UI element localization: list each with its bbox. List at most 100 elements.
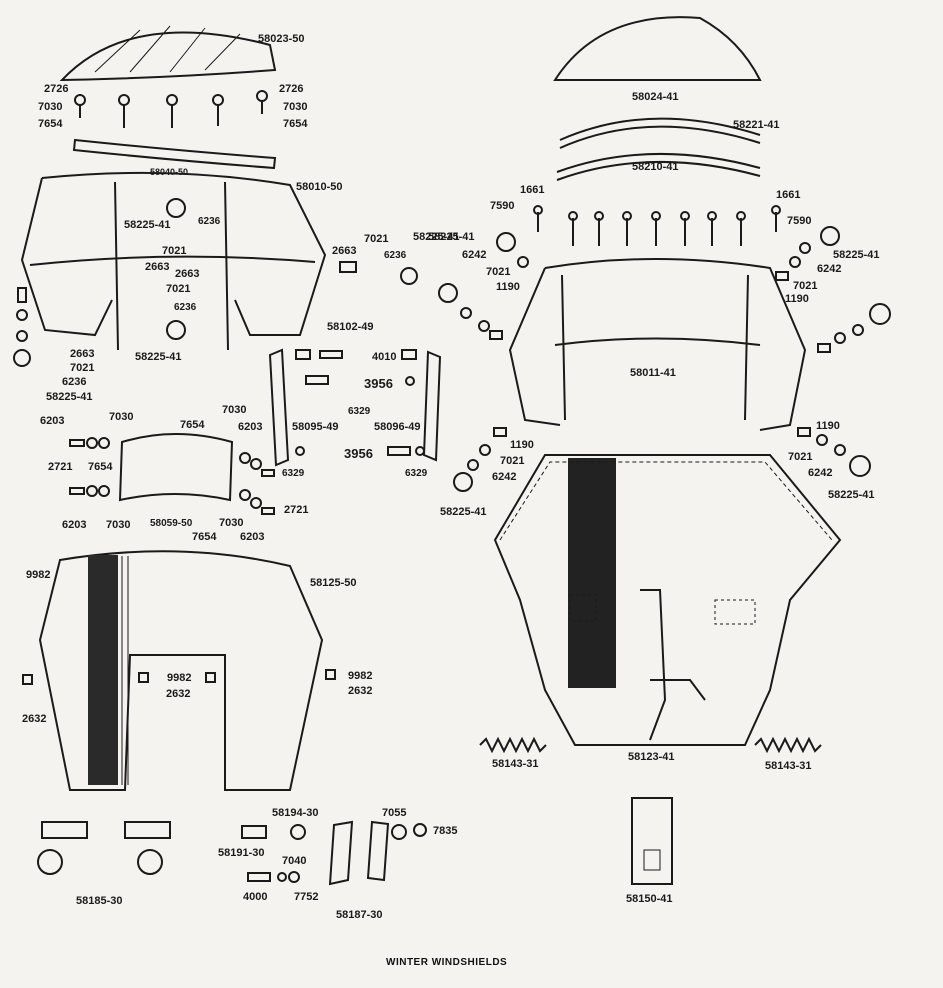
label-7654-c: 7654 [192,531,217,543]
label-2663-b: 2663 [175,268,199,280]
label-58095-49: 58095-49 [292,421,339,433]
label-58011-41: 58011-41 [630,367,676,379]
label-58221-41: 58221-41 [733,119,780,131]
clamps-58185-30 [37,821,171,875]
bolt-2663 [339,261,357,273]
curved-shield-58059-50 [118,433,234,502]
label-1190-d: 1190 [510,439,534,451]
label-6242-d: 6242 [492,471,516,483]
hardware-frame-right-right [775,226,891,353]
nut-6329-lower-right [415,446,425,456]
label-2663-a: 2663 [145,261,169,273]
label-58125-50: 58125-50 [310,577,357,589]
label-58225-41-h: 58225-41 [440,506,487,518]
label-3956-lower: 3956 [344,446,373,461]
label-58225-41-f: 58225-41 [833,249,880,261]
label-7021-h: 7021 [500,455,524,467]
label-9982-left: 9982 [26,569,50,581]
bolt-3956-upper [305,375,329,385]
label-1661-right: 1661 [776,189,800,201]
label-6236-a: 6236 [198,216,221,227]
washer-7040 [277,872,287,882]
label-7021-a: 7021 [162,245,186,257]
knob-58225-lower [166,320,186,340]
hardware-frame-right-left [438,232,529,340]
spring-58143-left [479,736,547,754]
label-6203-b: 6203 [62,519,86,531]
label-2726-right: 2726 [279,83,303,95]
label-7030-b: 7030 [106,519,130,531]
label-9982-right: 9982 [348,670,372,682]
label-2632-center: 2632 [166,688,190,700]
plate-58150-41 [631,797,673,885]
label-7590-right: 7590 [787,215,811,227]
label-7030-d: 7030 [219,517,243,529]
label-6236-b: 6236 [174,302,197,313]
bushing-left [295,349,311,360]
label-58191-30: 58191-30 [218,847,265,859]
bracket-58095-49 [268,348,290,467]
strip-58210-41 [556,152,761,173]
clip-9982-left [22,674,33,685]
label-7752: 7752 [294,891,318,903]
label-7021-c: 7021 [70,362,94,374]
screw-row-upper-left [74,90,268,128]
knob-58225-upper [166,198,186,218]
label-7654-right: 7654 [283,118,308,130]
label-7021-d: 7021 [364,233,388,245]
label-58210-41: 58210-41 [632,161,679,173]
label-58225-41-g: 58225-41 [828,489,875,501]
label-2726-left: 2726 [44,83,68,95]
label-6203-a: 6203 [40,415,64,427]
label-7835: 7835 [433,825,457,837]
label-6203-c: 6203 [238,421,262,433]
label-6242-a: 6242 [462,249,486,261]
label-6242-b: 6242 [817,263,841,275]
bolt-4010 [319,350,343,359]
apron-58125-50 [38,550,324,791]
nut-6329-lower-left [295,446,305,456]
caption-winter-windshields: WINTER WINDSHIELDS [386,957,507,968]
label-7030-left: 7030 [38,101,62,113]
retainer-strip-58040 [72,138,277,170]
bracket-58096-49 [422,350,442,462]
label-7030-a: 7030 [109,411,133,423]
clip-9982-inner-left [138,672,149,683]
nut-7835 [413,823,427,837]
label-2663-c: 2663 [70,348,94,360]
label-58102-49: 58102-49 [327,321,374,333]
nut-6329-upper [405,376,415,386]
label-9982-center: 9982 [167,672,191,684]
bushing-right [401,349,417,360]
label-2632-right: 2632 [348,685,372,697]
label-7040: 7040 [282,855,306,867]
label-58096-49: 58096-49 [374,421,421,433]
windshield-upper-right-58024-41 [553,16,762,81]
nut-7752 [288,871,300,883]
knob-58225-mid [400,267,418,285]
label-58225-41-d: 58225-41 [413,231,460,243]
spring-58143-right [754,736,822,754]
label-6329-lower-left: 6329 [282,468,305,479]
label-58225-41-b: 58225-41 [135,351,182,363]
strap-58187-right [366,820,390,882]
label-58040-50: 58040-50 [150,167,188,177]
label-2721-a: 2721 [48,461,72,473]
left-side-knob-hardware [13,287,31,367]
label-2721-b: 2721 [284,504,308,516]
hardware-group-58059 [69,437,275,515]
label-6329-upper: 6329 [348,406,371,417]
label-58150-41: 58150-41 [626,893,673,905]
label-6236-c: 6236 [62,376,86,388]
label-4000: 4000 [243,891,267,903]
label-7654-a: 7654 [88,461,113,473]
label-58185-30: 58185-30 [76,895,123,907]
label-1190-b: 1190 [785,293,809,305]
frame-58010-50 [20,171,327,351]
bolt-58191-30 [241,825,267,839]
washer-7055 [391,824,407,840]
clip-9982-right [325,669,336,680]
label-58010-50: 58010-50 [296,181,343,193]
